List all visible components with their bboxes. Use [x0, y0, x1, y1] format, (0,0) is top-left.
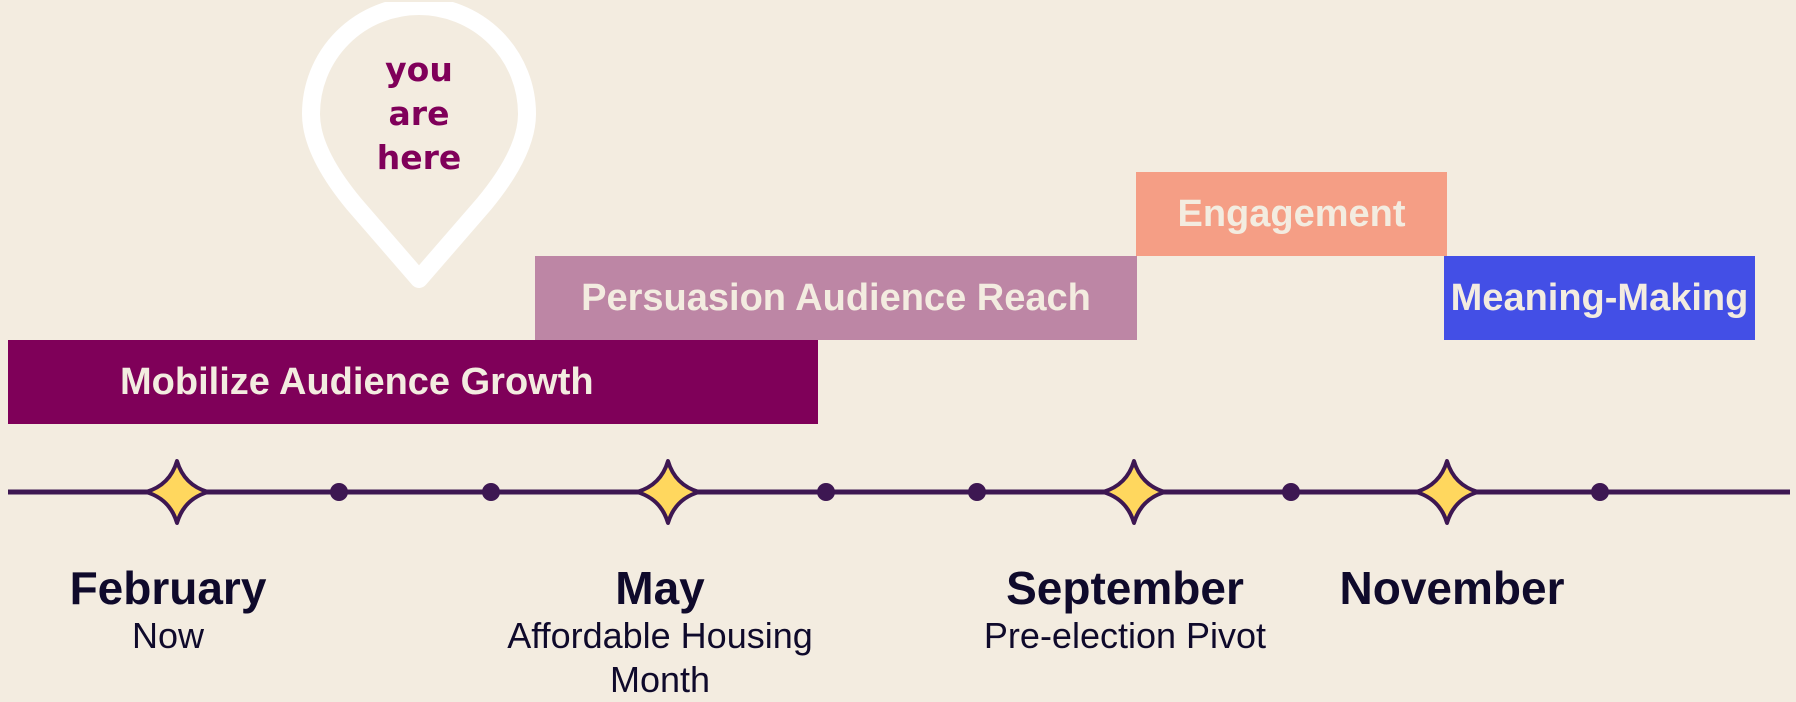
milestone-dot — [482, 483, 500, 501]
phase-label: Engagement — [1177, 192, 1406, 235]
phase-engagement: Engagement — [1136, 172, 1447, 256]
milestone-dot — [968, 483, 986, 501]
month-november: November — [1302, 562, 1602, 614]
month-september: September Pre-election Pivot — [940, 562, 1310, 658]
month-may: May Affordable Housing Month — [460, 562, 860, 702]
milestone-dot — [1591, 483, 1609, 501]
month-name: November — [1339, 562, 1565, 614]
phase-mobilize-audience-growth: Mobilize Audience Growth — [8, 340, 818, 424]
phase-label: Mobilize Audience Growth — [120, 360, 594, 403]
month-name: February — [69, 562, 267, 614]
phase-meaning-making: Meaning-Making — [1444, 256, 1755, 340]
month-name: September — [1006, 562, 1244, 614]
phase-label: Meaning-Making — [1450, 276, 1749, 319]
month-note: Month — [609, 659, 711, 700]
milestone-dot — [330, 483, 348, 501]
pin-text-line: here — [376, 138, 462, 177]
month-february: February Now — [48, 562, 288, 658]
month-name: May — [615, 562, 705, 614]
milestone-star-icon — [1414, 459, 1480, 525]
milestone-star-icon — [635, 459, 701, 525]
phase-persuasion-audience-reach: Persuasion Audience Reach — [535, 256, 1137, 340]
location-pin-icon — [302, 2, 536, 288]
month-note: Pre-election Pivot — [983, 615, 1267, 656]
you-are-here-label: you are here — [330, 48, 508, 180]
timeline — [8, 459, 1790, 525]
pin-text-line: are — [388, 94, 450, 133]
milestone-dot — [817, 483, 835, 501]
milestone-dot — [1282, 483, 1300, 501]
pin-text-line: you — [385, 50, 453, 89]
milestone-star-icon — [144, 459, 210, 525]
month-note: Affordable Housing — [507, 615, 813, 656]
phase-label: Persuasion Audience Reach — [581, 276, 1091, 319]
month-note: Now — [131, 615, 205, 656]
milestone-star-icon — [1101, 459, 1167, 525]
